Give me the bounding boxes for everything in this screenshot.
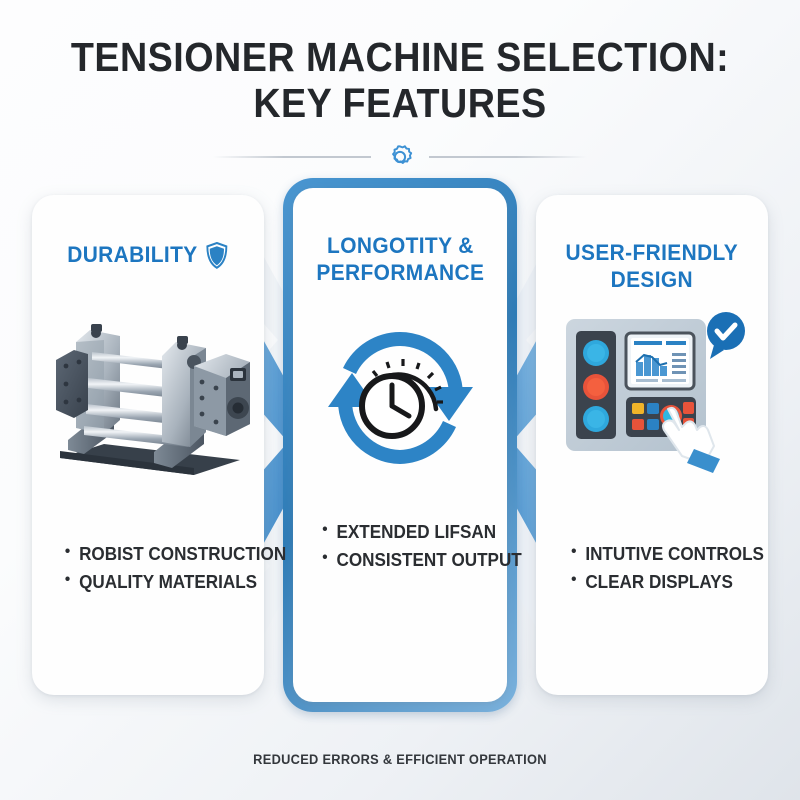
panel-design-bullets: INTUTIVE CONTROLS CLEAR DISPLAYS [571,539,764,597]
list-item: CONSISTENT OUTPUT [322,545,522,574]
list-item: QUALITY MATERIALS [65,567,286,596]
list-item: EXTENDED LIFSAN [322,517,522,546]
panel-user-friendly-design[interactable]: USER-FRIENDLY DESIGN [536,195,768,695]
panel-durability-bullets: ROBIST CONSTRUCTION QUALITY MATERIALS [65,539,286,597]
panel-longevity-title: LONGOTITY & PERFORMANCE [316,233,484,287]
panel-longevity-title-line-1: LONGOTITY & [326,233,474,258]
list-item: INTUTIVE CONTROLS [571,539,764,568]
title-line-1: TENSIONER MACHINE SELECTION: [70,34,730,80]
title-line-2: KEY FEATURES [253,80,547,127]
divider-rule-right [429,156,587,158]
panel-design-title-line-2: DESIGN [610,266,694,292]
divider-rule-left [213,156,371,158]
panel-durability[interactable]: DURABILITY [32,195,286,695]
title-divider [0,142,800,172]
panel-design-title: USER-FRIENDLY DESIGN [566,240,739,294]
control-panel-illustration [566,312,745,473]
cycle-clock-gauge-icon [328,331,473,464]
panel-durability-title-text: DURABILITY [67,242,198,268]
check-badge-icon [707,312,745,359]
panel-durability-title: DURABILITY [68,242,229,269]
panel-longevity-title-line-2: PERFORMANCE [316,259,484,285]
shield-icon [207,242,228,269]
panel-longevity-performance[interactable]: LONGOTITY & PERFORMANCE [293,188,522,702]
list-item: CLEAR DISPLAYS [571,567,764,596]
list-item: ROBIST CONSTRUCTION [65,539,286,568]
panel-longevity-bullets: EXTENDED LIFSAN CONSISTENT OUTPUT [322,517,522,575]
page-title: TENSIONER MACHINE SELECTION: KEY FEATURE… [0,34,800,127]
panel-design-title-line-1: USER-FRIENDLY [565,240,739,265]
gear-icon [392,145,413,164]
footer-text: REDUCED ERRORS & EFFICIENT OPERATION [253,752,547,767]
hand-cursor-icon [662,406,720,473]
tensioner-machine-illustration [56,324,250,475]
